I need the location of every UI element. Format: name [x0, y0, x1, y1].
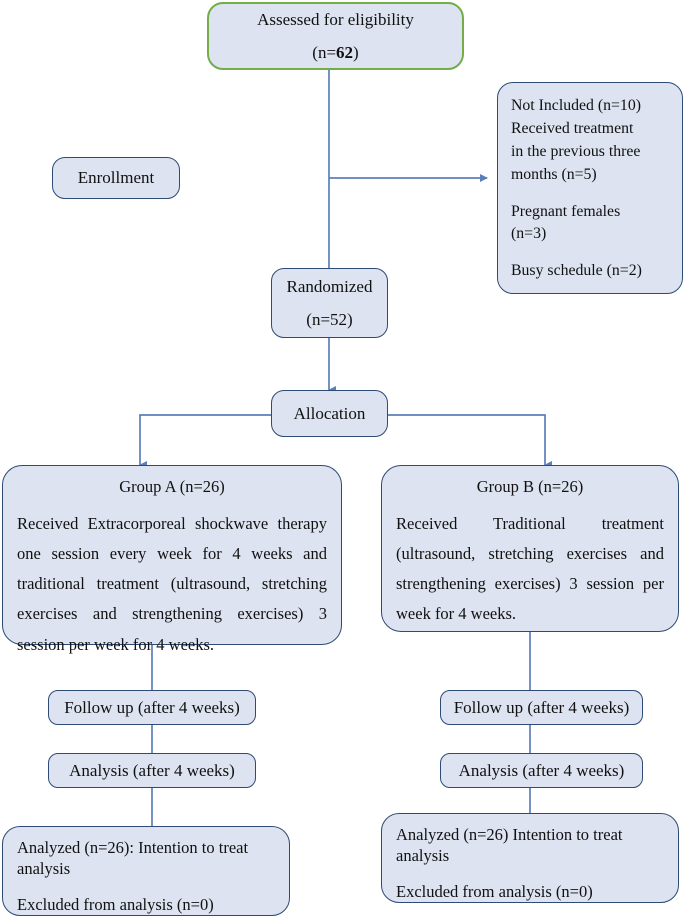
- node-randomized[interactable]: Randomized (n=52): [271, 268, 388, 338]
- not-included-line-5: Pregnant females: [511, 202, 621, 220]
- group-b-title: Group B (n=26): [476, 477, 584, 496]
- node-analysis-b[interactable]: Analysis (after 4 weeks): [440, 753, 643, 788]
- analyzed-a-line-3: Excluded from analysis (n=0): [17, 894, 214, 914]
- connector-allocation-to-group-a: [139, 414, 271, 469]
- node-follow-up-a[interactable]: Follow up (after 4 weeks): [48, 690, 256, 725]
- node-group-a[interactable]: Group A (n=26) Received Extracorporeal s…: [2, 465, 342, 654]
- analyzed-b-line-1: Analyzed (n=26) Intention to treat: [396, 825, 623, 844]
- not-included-line-1: Not Included (n=10): [511, 97, 641, 114]
- node-assessed-for-eligibility[interactable]: Assessed for eligibility (n=62): [207, 2, 464, 70]
- group-a-title: Group A (n=26): [119, 477, 225, 496]
- node-analysis-a[interactable]: Analysis (after 4 weeks): [48, 753, 256, 788]
- group-a-body: Received Extracorporeal shockwave therap…: [17, 514, 327, 654]
- assessed-count: (n=62): [312, 42, 359, 62]
- node-enrollment[interactable]: Enrollment: [52, 157, 180, 199]
- node-allocation[interactable]: Allocation: [271, 390, 388, 437]
- follow-up-b-label: Follow up (after 4 weeks): [453, 697, 630, 717]
- not-included-line-3: in the previous three: [511, 142, 641, 160]
- group-b-body: Received Traditional treatment (ultrasou…: [396, 514, 664, 624]
- node-not-included[interactable]: Not Included (n=10) Received treatment i…: [497, 82, 683, 294]
- randomized-title: Randomized: [286, 277, 373, 297]
- connector-allocation-to-group-b: [388, 414, 552, 469]
- node-analyzed-b[interactable]: Analyzed (n=26) Intention to treat analy…: [381, 813, 679, 903]
- follow-up-a-label: Follow up (after 4 weeks): [64, 697, 240, 717]
- enrollment-label: Enrollment: [77, 168, 155, 188]
- node-group-b[interactable]: Group B (n=26) Received Traditional trea…: [381, 465, 679, 632]
- allocation-label: Allocation: [293, 403, 366, 423]
- assessed-title: Assessed for eligibility: [257, 10, 414, 30]
- not-included-line-6: (n=3): [511, 225, 547, 243]
- not-included-line-7: Busy schedule (n=2): [511, 262, 642, 280]
- not-included-line-2: Received treatment: [511, 119, 634, 137]
- analysis-b-label: Analysis (after 4 weeks): [458, 760, 625, 780]
- analyzed-b-line-2: analysis: [396, 846, 450, 866]
- node-follow-up-b[interactable]: Follow up (after 4 weeks): [440, 690, 643, 725]
- analyzed-a-line-2: analysis: [17, 859, 71, 879]
- node-analyzed-a[interactable]: Analyzed (n=26): Intention to treat anal…: [2, 826, 290, 916]
- analyzed-b-line-3: Excluded from analysis (n=0): [396, 881, 593, 901]
- analyzed-a-line-1: Analyzed (n=26): Intention to treat: [17, 838, 249, 857]
- randomized-count: (n=52): [306, 309, 353, 329]
- analysis-a-label: Analysis (after 4 weeks): [69, 760, 235, 780]
- not-included-line-4: months (n=5): [511, 165, 597, 183]
